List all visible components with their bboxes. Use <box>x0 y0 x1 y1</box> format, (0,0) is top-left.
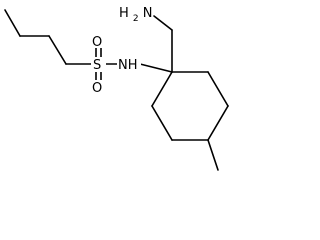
bond-c3-c4 <box>48 35 67 65</box>
cyclohexane-ring <box>139 63 229 171</box>
bond-ring-6 <box>151 71 173 107</box>
sulfur-label: S <box>93 58 101 73</box>
bond-ch2-n <box>153 15 173 31</box>
aminomethyl-group <box>153 15 173 73</box>
oxygen-top-atom: O <box>91 34 106 50</box>
bond-ring-5 <box>151 105 173 141</box>
oxygen-top-label: O <box>92 35 102 50</box>
amine-h-label: H <box>119 6 129 21</box>
bond-ring-2 <box>207 71 229 107</box>
amine-subscript-label: 2 <box>133 14 139 24</box>
nh-atom: NH <box>117 57 141 73</box>
nh-label: NH <box>118 58 138 73</box>
bond-n-c1 <box>139 63 173 73</box>
oxygen-bottom-label: O <box>92 81 102 96</box>
sulfur-atom: S <box>91 57 106 73</box>
sulfonyl-group <box>95 47 119 81</box>
bond-c1-c2 <box>4 9 21 37</box>
molecule-structure: H 2 N S O O NH <box>4 4 229 171</box>
svg-text:H 2 N: H 2 N <box>119 6 153 25</box>
bond-methyl <box>207 139 219 171</box>
bond-ring-3 <box>207 105 229 141</box>
amine-label: H 2 N <box>113 4 153 25</box>
butyl-chain <box>4 9 92 65</box>
amine-n-label: N <box>143 6 153 21</box>
oxygen-bottom-atom: O <box>91 80 106 96</box>
